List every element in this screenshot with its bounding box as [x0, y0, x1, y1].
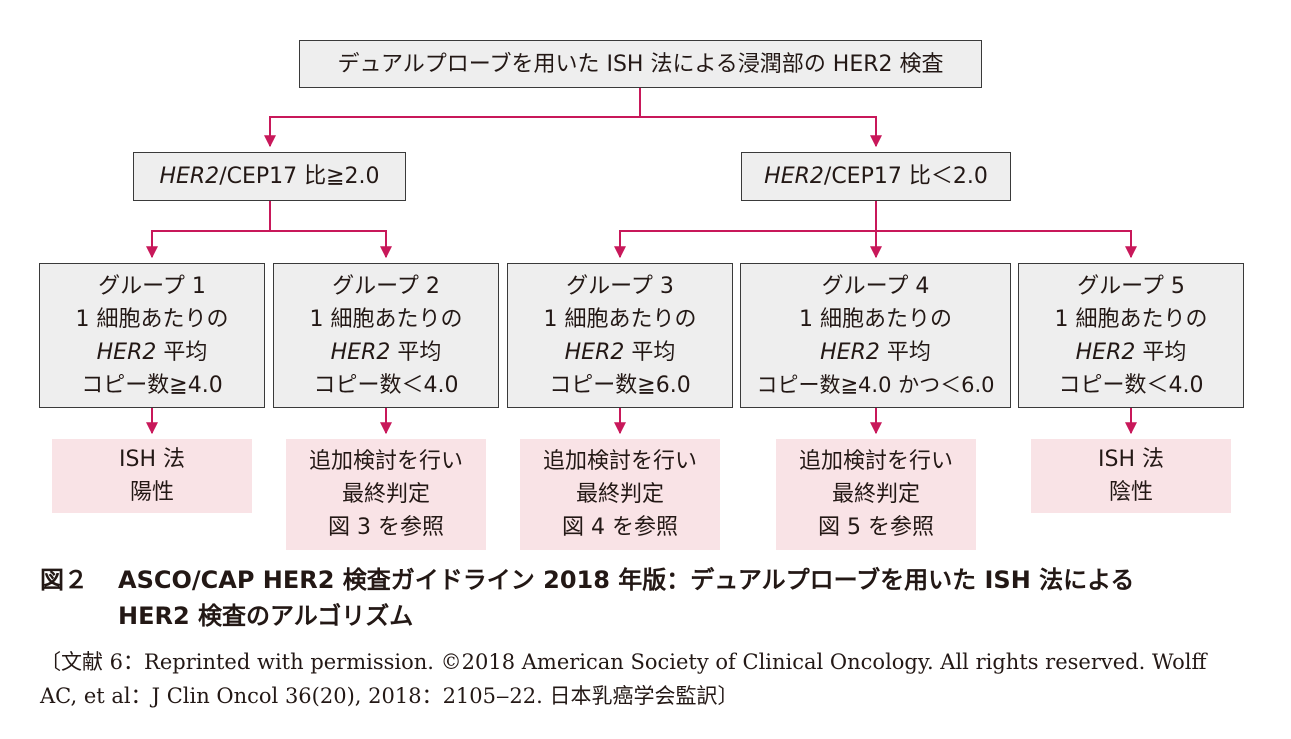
group-2-line3: 平均 — [390, 339, 442, 365]
result-3-line1: 追加検討を行い — [542, 449, 697, 474]
group-4-line3: 平均 — [879, 339, 931, 365]
group-1-line4: コピー数≧4.0 — [81, 372, 223, 398]
group-4-box: グループ 4 1 細胞あたりの HER2 平均 コピー数≧4.0 かつ＜6.0 — [740, 263, 1011, 408]
group-5-line2: 1 細胞あたりの — [1054, 306, 1208, 332]
ratio-high-rest: /CEP17 比≧2.0 — [219, 164, 380, 189]
ratio-low-rest: /CEP17 比＜2.0 — [823, 164, 988, 189]
result-1-line2: 陽性 — [129, 480, 174, 505]
group-2-line4: コピー数＜4.0 — [313, 372, 459, 398]
group-5-line3: 平均 — [1135, 339, 1187, 365]
group-3-gene: HER2 — [564, 339, 625, 365]
group-4-gene: HER2 — [820, 339, 880, 365]
source-line-2: AC, et al：J Clin Oncol 36(20), 2018：2105… — [40, 684, 739, 708]
result-1-line1: ISH 法 — [119, 447, 185, 472]
result-3-line3: 図 4 を参照 — [562, 515, 678, 540]
group-3-line3: 平均 — [624, 339, 676, 365]
result-3-line2: 最終判定 — [575, 482, 664, 507]
group-1-line2: 1 細胞あたりの — [75, 306, 229, 332]
group-4-name: グループ 4 — [821, 273, 930, 299]
caption-line-2: HER2 検査のアルゴリズム — [118, 602, 414, 630]
connector-top-split — [270, 87, 876, 118]
figure-caption: 図２ ASCO/CAP HER2 検査ガイドライン 2018 年版：デュアルプロ… — [40, 562, 1255, 634]
result-4-line1: 追加検討を行い — [798, 449, 953, 474]
top-box-label: デュアルプローブを用いた ISH 法による浸潤部の HER2 検査 — [337, 51, 944, 77]
result-3-box: 追加検討を行い 最終判定 図 4 を参照 — [520, 439, 720, 550]
result-2-box: 追加検討を行い 最終判定 図 3 を参照 — [286, 439, 486, 550]
group-2-box: グループ 2 1 細胞あたりの HER2 平均 コピー数＜4.0 — [273, 263, 499, 408]
result-5-box: ISH 法 陰性 — [1031, 439, 1231, 513]
caption-line-1: ASCO/CAP HER2 検査ガイドライン 2018 年版：デュアルプローブを… — [118, 566, 1135, 594]
flowchart-connectors — [146, 87, 1137, 435]
group-5-line4: コピー数＜4.0 — [1058, 372, 1204, 398]
result-2-line2: 最終判定 — [341, 482, 430, 507]
group-5-name: グループ 5 — [1077, 273, 1185, 299]
ratio-low-box: HER2/CEP17 比＜2.0 — [741, 152, 1011, 201]
result-5-line2: 陰性 — [1108, 480, 1153, 505]
group-3-line4: コピー数≧6.0 — [549, 372, 691, 398]
group-1-box: グループ 1 1 細胞あたりの HER2 平均 コピー数≧4.0 — [39, 263, 265, 408]
group-1-gene: HER2 — [96, 339, 157, 365]
result-4-box: 追加検討を行い 最終判定 図 5 を参照 — [776, 439, 976, 550]
group-3-line2: 1 細胞あたりの — [543, 306, 697, 332]
group-2-name: グループ 2 — [332, 273, 440, 299]
group-2-line2: 1 細胞あたりの — [309, 306, 463, 332]
result-1-box: ISH 法 陽性 — [52, 439, 252, 513]
result-5-line1: ISH 法 — [1098, 447, 1164, 472]
group-1-line3: 平均 — [156, 339, 208, 365]
ratio-high-gene: HER2 — [159, 164, 220, 189]
group-5-box: グループ 5 1 細胞あたりの HER2 平均 コピー数＜4.0 — [1018, 263, 1244, 408]
ratio-high-box: HER2/CEP17 比≧2.0 — [133, 152, 406, 201]
result-4-line2: 最終判定 — [831, 482, 920, 507]
source-line-1: 〔文献 6：Reprinted with permission. ©2018 A… — [40, 650, 1207, 674]
figure-label: 図２ — [40, 566, 88, 594]
group-4-line4: コピー数≧4.0 かつ＜6.0 — [756, 372, 995, 397]
result-2-line1: 追加検討を行い — [308, 449, 463, 474]
result-2-line3: 図 3 を参照 — [328, 515, 444, 540]
group-1-name: グループ 1 — [98, 273, 206, 299]
ratio-low-gene: HER2 — [764, 164, 824, 189]
group-3-name: グループ 3 — [566, 273, 674, 299]
group-3-box: グループ 3 1 細胞あたりの HER2 平均 コピー数≧6.0 — [507, 263, 733, 408]
group-5-gene: HER2 — [1075, 339, 1136, 365]
group-2-gene: HER2 — [330, 339, 391, 365]
connector-high-split — [152, 201, 386, 232]
group-4-line2: 1 細胞あたりの — [799, 306, 952, 332]
source-note: 〔文献 6：Reprinted with permission. ©2018 A… — [40, 645, 1255, 713]
connector-low-split — [620, 201, 1131, 232]
top-box: デュアルプローブを用いた ISH 法による浸潤部の HER2 検査 — [299, 40, 982, 88]
result-4-line3: 図 5 を参照 — [818, 515, 934, 540]
